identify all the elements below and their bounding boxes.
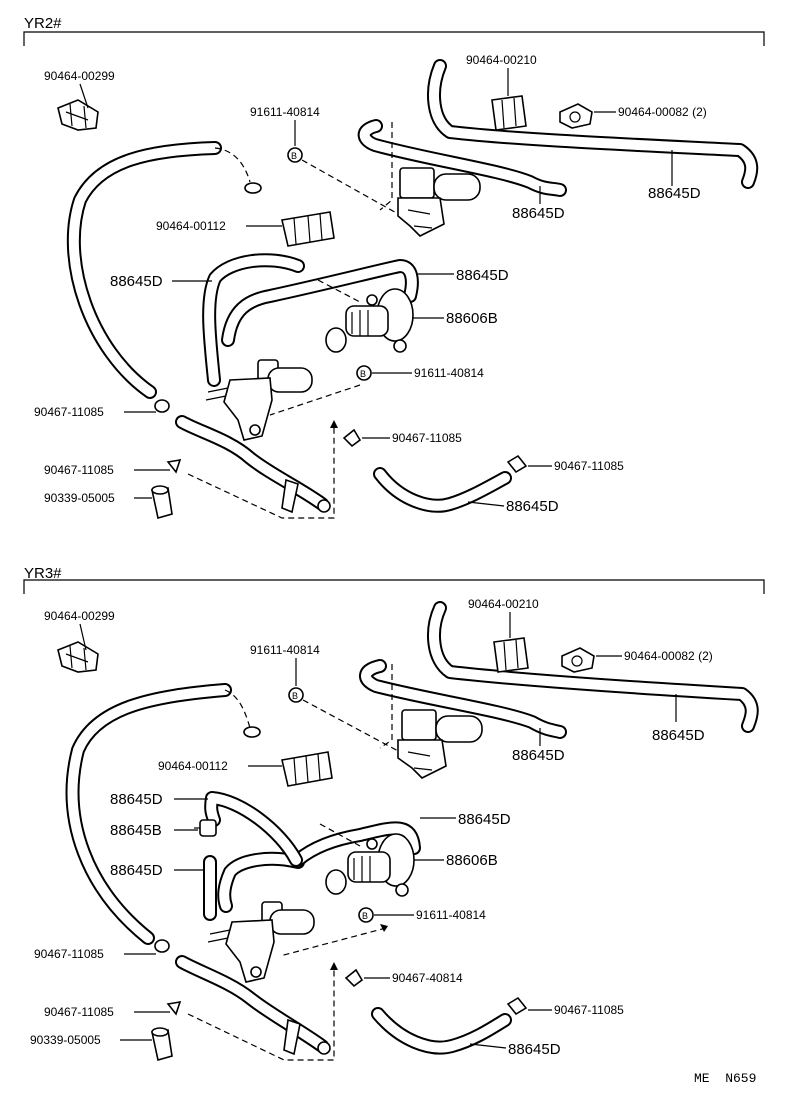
clamp-multi-icon (281, 751, 333, 787)
hose-bottom-right-yr3 (371, 1007, 512, 1055)
clip-icon-right (506, 996, 528, 1016)
hose-bottom-right-yr2 (373, 467, 512, 513)
plug-icon (151, 485, 173, 520)
svg-text:B: B (362, 911, 368, 921)
label-hose-left-top: 88645D (110, 791, 163, 808)
label-clip-right: 90467-11085 (554, 459, 624, 473)
label-clamp-082: 90464-00082 (2) (624, 649, 713, 663)
clamp-multi-icon (281, 211, 335, 247)
clamp-icon (57, 99, 99, 131)
clip-icon (244, 182, 262, 194)
clamp-double-icon (491, 95, 527, 131)
label-clamp-112: 90464-00112 (158, 759, 228, 773)
label-bolt-top: 91611-40814 (250, 643, 320, 657)
section-title-yr3: YR3# (24, 565, 62, 582)
clip-icon-center (344, 968, 364, 988)
label-valve-b: 88606B (446, 852, 498, 869)
label-clamp-299: 90464-00299 (44, 609, 115, 623)
hose-mid-loops-yr2 (202, 253, 419, 387)
clamp-double-icon (493, 637, 529, 673)
clip-icon-left (154, 939, 170, 953)
tee-fitting-icon (194, 819, 217, 837)
label-clip-left: 90467-11085 (34, 405, 104, 419)
hose-top-right-yr2 (357, 59, 759, 197)
svg-text:B: B (360, 369, 366, 379)
label-bolt-mid: 91611-40814 (414, 366, 484, 380)
label-hose-bottom: 88645D (508, 1041, 561, 1058)
drawing-code: ME N659 (694, 1071, 756, 1086)
label-clip-center: 90467-40814 (392, 971, 463, 985)
bolt-b-marker (288, 687, 304, 703)
label-hose-left: 88645D (110, 273, 163, 290)
clip-082-icon (561, 647, 595, 673)
clip-icon-right (506, 454, 528, 474)
label-bolt-top: 91611-40814 (250, 105, 320, 119)
label-hose-left-bottom: 88645D (110, 862, 163, 879)
label-hose-mid-top: 88645D (512, 747, 565, 764)
section-title-yr2: YR2# (24, 15, 62, 32)
svg-text:B: B (292, 691, 298, 701)
clamp-icon (57, 641, 99, 673)
vsv-valve-lower-icon (207, 901, 315, 983)
label-clip-lower-left: 90467-11085 (44, 463, 114, 477)
plug-icon (151, 1027, 173, 1062)
label-clip-right: 90467-11085 (554, 1003, 624, 1017)
section-bracket-yr3 (23, 579, 765, 594)
label-clamp-299: 90464-00299 (44, 69, 115, 83)
vsv-valve-lower-icon (205, 359, 313, 441)
clip-icon-left (154, 399, 170, 413)
label-clip-left: 90467-11085 (34, 947, 104, 961)
label-hose-bottom: 88645D (506, 498, 559, 515)
vacuum-valve-icon (317, 279, 414, 353)
section-bracket-yr2 (23, 31, 765, 46)
hose-left-arc-yr3 (65, 683, 251, 945)
label-hose-right-mid: 88645D (458, 811, 511, 828)
label-hose-b: 88645B (110, 822, 162, 839)
label-clamp-210: 90464-00210 (468, 597, 539, 611)
vacuum-valve-icon (319, 823, 415, 897)
clip-icon-lower (166, 458, 182, 474)
hose-bottom-pipe-yr2 (175, 415, 331, 514)
label-hose-right-long: 88645D (652, 727, 705, 744)
clip-082-icon (559, 103, 593, 129)
bolt-b-marker-mid (358, 907, 374, 923)
label-plug: 90339-05005 (44, 491, 115, 505)
hose-top-right-yr3 (359, 601, 759, 739)
hose-bottom-pipe-yr3 (175, 955, 331, 1056)
clip-icon (243, 726, 261, 738)
bolt-b-marker (287, 147, 303, 163)
label-valve-b: 88606B (446, 310, 498, 327)
hose-left-arc-yr2 (66, 141, 251, 399)
vsv-valve-upper-icon (397, 709, 483, 779)
label-hose-mid-top: 88645D (512, 205, 565, 222)
label-clamp-112: 90464-00112 (156, 219, 226, 233)
label-hose-right-long: 88645D (648, 185, 701, 202)
svg-text:B: B (291, 151, 297, 161)
label-clamp-082: 90464-00082 (2) (618, 105, 707, 119)
section-yr2: YR2# 90464-00299 91611-40814 B 90464-001… (23, 15, 765, 520)
clip-icon-lower (166, 1000, 182, 1016)
vsv-valve-upper-icon (397, 167, 481, 237)
label-hose-right-mid: 88645D (456, 267, 509, 284)
label-clamp-210: 90464-00210 (466, 53, 537, 67)
bolt-b-marker-mid (356, 365, 372, 381)
clip-icon-center (342, 428, 362, 448)
label-clip-center: 90467-11085 (392, 431, 462, 445)
label-clip-lower-left: 90467-11085 (44, 1005, 114, 1019)
label-bolt-mid: 91611-40814 (416, 908, 486, 922)
section-yr3: YR3# 90464-00299 91611-40814 B 90464-001… (23, 565, 765, 1062)
hose-mid-loops-yr3 (203, 791, 421, 921)
label-plug: 90339-05005 (30, 1033, 101, 1047)
